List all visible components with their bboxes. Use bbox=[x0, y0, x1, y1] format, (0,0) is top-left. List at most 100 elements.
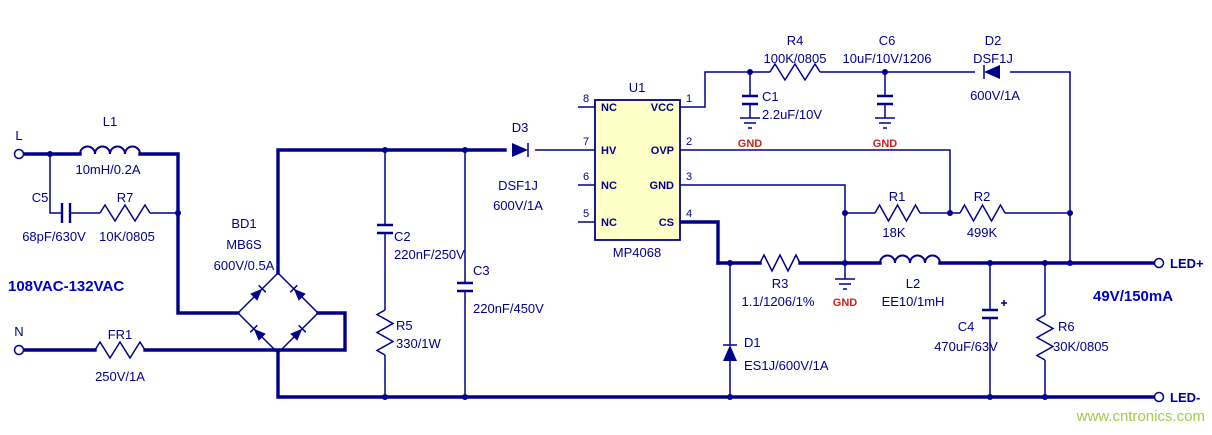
capacitor-plates-symbol bbox=[457, 281, 473, 293]
junction-dot bbox=[1042, 260, 1048, 266]
d2-value-label: 600V/1A bbox=[970, 88, 1020, 103]
fr1-ref-label: FR1 bbox=[108, 327, 133, 342]
component-c2 bbox=[377, 223, 393, 235]
resistor-zigzag-symbol bbox=[759, 253, 801, 273]
capacitor-plates-symbol bbox=[877, 94, 893, 106]
line-terminal-label: L bbox=[15, 128, 22, 143]
d3-part-label: DSF1J bbox=[498, 178, 538, 193]
resistor-zigzag-symbol bbox=[959, 203, 1006, 223]
diode-triangle bbox=[250, 288, 263, 301]
d1-ref-label: D1 bbox=[744, 335, 761, 350]
junction-dot bbox=[1067, 260, 1073, 266]
ic-pin4-name: CS bbox=[659, 217, 674, 229]
resistor-zigzag-symbol bbox=[769, 62, 821, 82]
junction-dot bbox=[987, 260, 993, 266]
l2-ref-label: L2 bbox=[906, 276, 920, 291]
junction-dot bbox=[1042, 394, 1048, 400]
neutral-terminal-label: N bbox=[14, 324, 23, 339]
r2-value-label: 499K bbox=[967, 225, 998, 240]
r3-value-label: 1.1/1206/1% bbox=[741, 294, 814, 309]
junction-dot bbox=[1067, 210, 1073, 216]
diode-cathode-bar bbox=[258, 284, 267, 293]
junction-dots bbox=[47, 69, 1073, 400]
wire-dc-plus-rail bbox=[276, 148, 507, 275]
r1-ref-label: R1 bbox=[889, 189, 906, 204]
component-r1 bbox=[874, 203, 921, 223]
wire-neutral-feed bbox=[22, 311, 347, 352]
component-d2 bbox=[983, 65, 1000, 79]
wire-nc-stubs bbox=[578, 106, 595, 223]
line-terminal bbox=[13, 148, 25, 160]
labels: L N 108VAC-132VAC 49V/150mA LED+ LED- L1… bbox=[8, 33, 1205, 425]
wire-dc-minus-rail bbox=[276, 351, 1157, 399]
led-minus-terminal bbox=[1153, 391, 1165, 403]
resistor-zigzag-symbol bbox=[874, 203, 921, 223]
component-l2 bbox=[879, 254, 941, 264]
bridge-diode-left-top bbox=[250, 284, 267, 301]
led-minus-label: LED- bbox=[1170, 390, 1200, 405]
ic-pin2-number: 2 bbox=[686, 136, 692, 148]
ic-pin6-number: 6 bbox=[583, 171, 589, 183]
component-r7 bbox=[99, 203, 151, 223]
output-rating-label: 49V/150mA bbox=[1093, 288, 1173, 305]
d3-value-label: 600V/1A bbox=[493, 198, 543, 213]
ic-pin7-name: HV bbox=[601, 145, 617, 157]
plus-polarity-mark bbox=[1001, 300, 1007, 306]
bridge-diode-bottom-left bbox=[249, 324, 266, 341]
junction-dot bbox=[747, 69, 753, 75]
watermark: www.cntronics.com bbox=[1076, 408, 1205, 425]
r2-ref-label: R2 bbox=[974, 189, 991, 204]
thick-wires bbox=[22, 148, 1157, 399]
c2-ref-label: C2 bbox=[394, 229, 411, 244]
r4-value-label: 100K/0805 bbox=[764, 51, 827, 66]
wire-cs-trace bbox=[678, 220, 720, 265]
r5-ref-label: R5 bbox=[396, 318, 413, 333]
d1-value-label: ES1J/600V/1A bbox=[744, 358, 829, 373]
capacitor-plates-symbol bbox=[982, 308, 998, 320]
d2-ref-label: D2 bbox=[985, 33, 1002, 48]
c6-value-label: 10uF/10V/1206 bbox=[843, 51, 932, 66]
component-c4 bbox=[982, 300, 1007, 320]
component-c1 bbox=[740, 94, 760, 129]
junction-dot bbox=[462, 394, 468, 400]
c6-ref-label: C6 bbox=[879, 33, 896, 48]
junction-dot bbox=[947, 210, 953, 216]
bridge-diamond-outline bbox=[236, 271, 320, 355]
r3-ref-label: R3 bbox=[772, 276, 789, 291]
component-c6 bbox=[875, 94, 895, 129]
diode-cathode-bar bbox=[289, 284, 298, 293]
wire-vcc-feed bbox=[1010, 71, 1071, 263]
wire-vcc bbox=[680, 71, 975, 108]
d2-part-label: DSF1J bbox=[973, 51, 1013, 66]
diode-triangle bbox=[293, 288, 306, 301]
bridge-diode-top-right bbox=[289, 284, 306, 301]
component-l1 bbox=[79, 145, 141, 155]
ic-pin5-number: 5 bbox=[583, 208, 589, 220]
c1-ref-label: C1 bbox=[762, 89, 779, 104]
bd1-part-label: MB6S bbox=[226, 237, 262, 252]
c3-value-label: 220nF/450V bbox=[473, 301, 544, 316]
wire-ic-gnd bbox=[680, 184, 846, 263]
diode-cathode-bar bbox=[249, 324, 258, 333]
diode-triangle bbox=[723, 345, 737, 361]
junction-dot bbox=[462, 147, 468, 153]
led-plus-terminal bbox=[1153, 257, 1165, 269]
bd1-ref-label: BD1 bbox=[231, 216, 256, 231]
capacitor-plates-symbol bbox=[60, 203, 72, 223]
c4-ref-label: C4 bbox=[958, 319, 975, 334]
led-plus-label: LED+ bbox=[1170, 256, 1204, 271]
u1-ref-label: U1 bbox=[629, 80, 646, 95]
diode-triangle bbox=[253, 328, 266, 341]
capacitor-plates-symbol bbox=[377, 223, 393, 235]
c1-value-label: 2.2uF/10V bbox=[762, 107, 822, 122]
c3-ref-label: C3 bbox=[473, 263, 490, 278]
ic-body bbox=[594, 99, 681, 241]
u1-part-label: MP4068 bbox=[613, 245, 661, 260]
r6-value-label: 30K/0805 bbox=[1053, 339, 1109, 354]
junction-dot bbox=[175, 210, 181, 216]
diode-triangle bbox=[512, 143, 528, 157]
capacitor-plates-symbol bbox=[742, 94, 758, 106]
r5-value-label: 330/1W bbox=[396, 336, 442, 351]
ic-pin3-number: 3 bbox=[686, 171, 692, 183]
